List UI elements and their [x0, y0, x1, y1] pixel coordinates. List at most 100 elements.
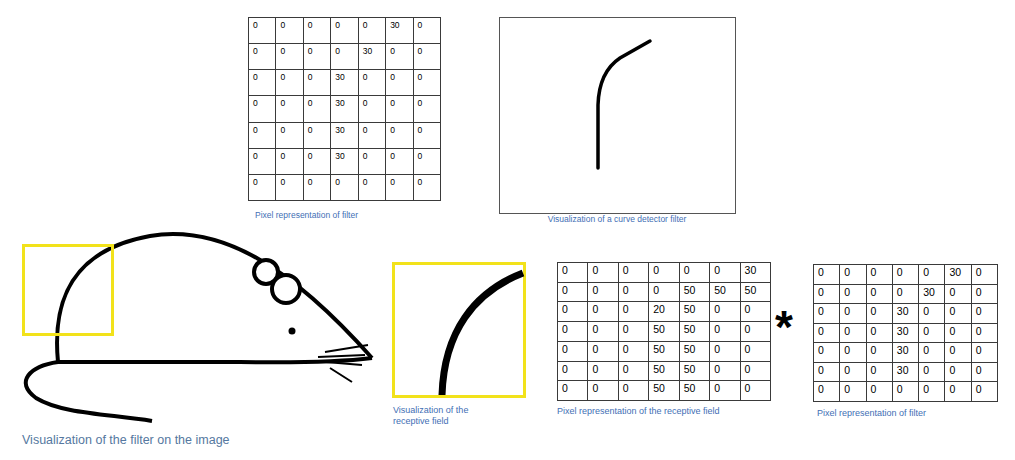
matrix-cell: 0	[303, 95, 331, 122]
matrix-cell: 0	[709, 361, 740, 382]
matrix-cell: 0	[839, 303, 866, 324]
matrix-cell: 30	[330, 69, 358, 96]
matrix-cell: 0	[557, 321, 588, 342]
matrix-cell: 0	[709, 301, 740, 322]
matrix-cell: 0	[358, 95, 386, 122]
matrix-cell: 0	[385, 43, 413, 70]
matrix-cell: 0	[358, 17, 386, 44]
matrix-cell: 50	[648, 380, 679, 401]
matrix-cell: 30	[330, 148, 358, 175]
matrix-cell: 30	[330, 95, 358, 122]
matrix-cell: 0	[866, 303, 893, 324]
matrix-cell: 0	[839, 362, 866, 383]
matrix-cell: 0	[303, 122, 331, 149]
matrix-cell: 20	[648, 301, 679, 322]
matrix-cell: 0	[413, 174, 441, 201]
matrix-cell: 0	[557, 282, 588, 303]
matrix-cell: 0	[248, 174, 276, 201]
matrix-cell: 0	[839, 323, 866, 344]
matrix-cell: 0	[709, 262, 740, 283]
matrix-cell: 0	[892, 284, 919, 305]
matrix-cell: 0	[618, 380, 649, 401]
matrix-cell: 0	[944, 342, 971, 363]
matrix-cell: 0	[944, 284, 971, 305]
matrix-cell: 0	[557, 262, 588, 283]
matrix-cell: 0	[587, 321, 618, 342]
caption: Visualization of the receptive field	[393, 405, 505, 428]
matrix-cell: 0	[303, 43, 331, 70]
matrix-cell: 0	[944, 381, 971, 402]
matrix-cell: 50	[679, 361, 710, 382]
mouse-eye	[289, 328, 296, 335]
mouse-belly	[58, 358, 372, 362]
matrix-cell: 0	[248, 122, 276, 149]
matrix-cell: 0	[385, 122, 413, 149]
matrix-cell: 50	[648, 321, 679, 342]
matrix-cell: 0	[557, 380, 588, 401]
matrix-cell: 0	[971, 342, 998, 363]
matrix-cell: 50	[740, 282, 771, 303]
matrix-cell: 0	[971, 362, 998, 383]
matrix-cell: 50	[679, 321, 710, 342]
filter-window	[24, 246, 113, 335]
matrix-cell: 0	[813, 323, 840, 344]
matrix-cell: 0	[248, 95, 276, 122]
matrix-cell: 0	[413, 95, 441, 122]
mouse-tail	[26, 362, 152, 421]
matrix-cell: 0	[587, 282, 618, 303]
matrix-cell: 0	[918, 303, 945, 324]
matrix-cell: 0	[866, 381, 893, 402]
matrix-cell: 0	[944, 362, 971, 383]
matrix-cell: 0	[248, 148, 276, 175]
visualization-frame	[500, 18, 736, 214]
matrix-cell: 0	[813, 264, 840, 285]
matrix-cell: 0	[413, 148, 441, 175]
matrix-cell: 0	[557, 361, 588, 382]
matrix-cell: 0	[275, 69, 303, 96]
matrix-cell: 0	[248, 17, 276, 44]
matrix-cell: 0	[918, 342, 945, 363]
matrix-cell: 0	[413, 122, 441, 149]
mouse-ear	[272, 275, 300, 303]
matrix-cell: 0	[892, 264, 919, 285]
matrix-cell: 0	[866, 323, 893, 344]
matrix-cell: 0	[813, 303, 840, 324]
matrix-cell: 0	[275, 95, 303, 122]
matrix-cell: 50	[648, 341, 679, 362]
matrix-cell: 0	[248, 69, 276, 96]
matrix-cell: 30	[892, 323, 919, 344]
matrix-cell: 0	[303, 174, 331, 201]
matrix-cell: 0	[740, 380, 771, 401]
matrix-cell: 50	[648, 361, 679, 382]
matrix-cell: 0	[275, 174, 303, 201]
matrix-cell: 0	[557, 341, 588, 362]
matrix-cell: 30	[944, 264, 971, 285]
matrix-cell: 0	[740, 341, 771, 362]
matrix-cell: 0	[358, 122, 386, 149]
matrix-cell: 0	[839, 381, 866, 402]
matrix-cell: 0	[866, 284, 893, 305]
matrix-cell: 0	[248, 43, 276, 70]
mouse-body	[57, 234, 372, 362]
matrix-cell: 0	[813, 381, 840, 402]
matrix-cell: 0	[944, 303, 971, 324]
matrix-cell: 0	[971, 284, 998, 305]
matrix-cell: 0	[648, 282, 679, 303]
matrix-cell: 0	[813, 342, 840, 363]
matrix-cell: 0	[618, 361, 649, 382]
matrix-cell: 0	[866, 342, 893, 363]
matrix-cell: 0	[918, 362, 945, 383]
matrix-cell: 0	[275, 17, 303, 44]
receptive-field-curve	[442, 273, 523, 395]
matrix-cell: 0	[618, 341, 649, 362]
matrix-cell: 0	[303, 17, 331, 44]
matrix-cell: 0	[385, 95, 413, 122]
matrix-cell: 50	[679, 380, 710, 401]
matrix-cell: 0	[813, 284, 840, 305]
matrix-cell: 0	[385, 69, 413, 96]
matrix-cell: 0	[330, 174, 358, 201]
matrix-cell: 0	[839, 264, 866, 285]
matrix-cell: 30	[330, 122, 358, 149]
matrix-cell: 0	[709, 380, 740, 401]
matrix-cell: 0	[918, 323, 945, 344]
